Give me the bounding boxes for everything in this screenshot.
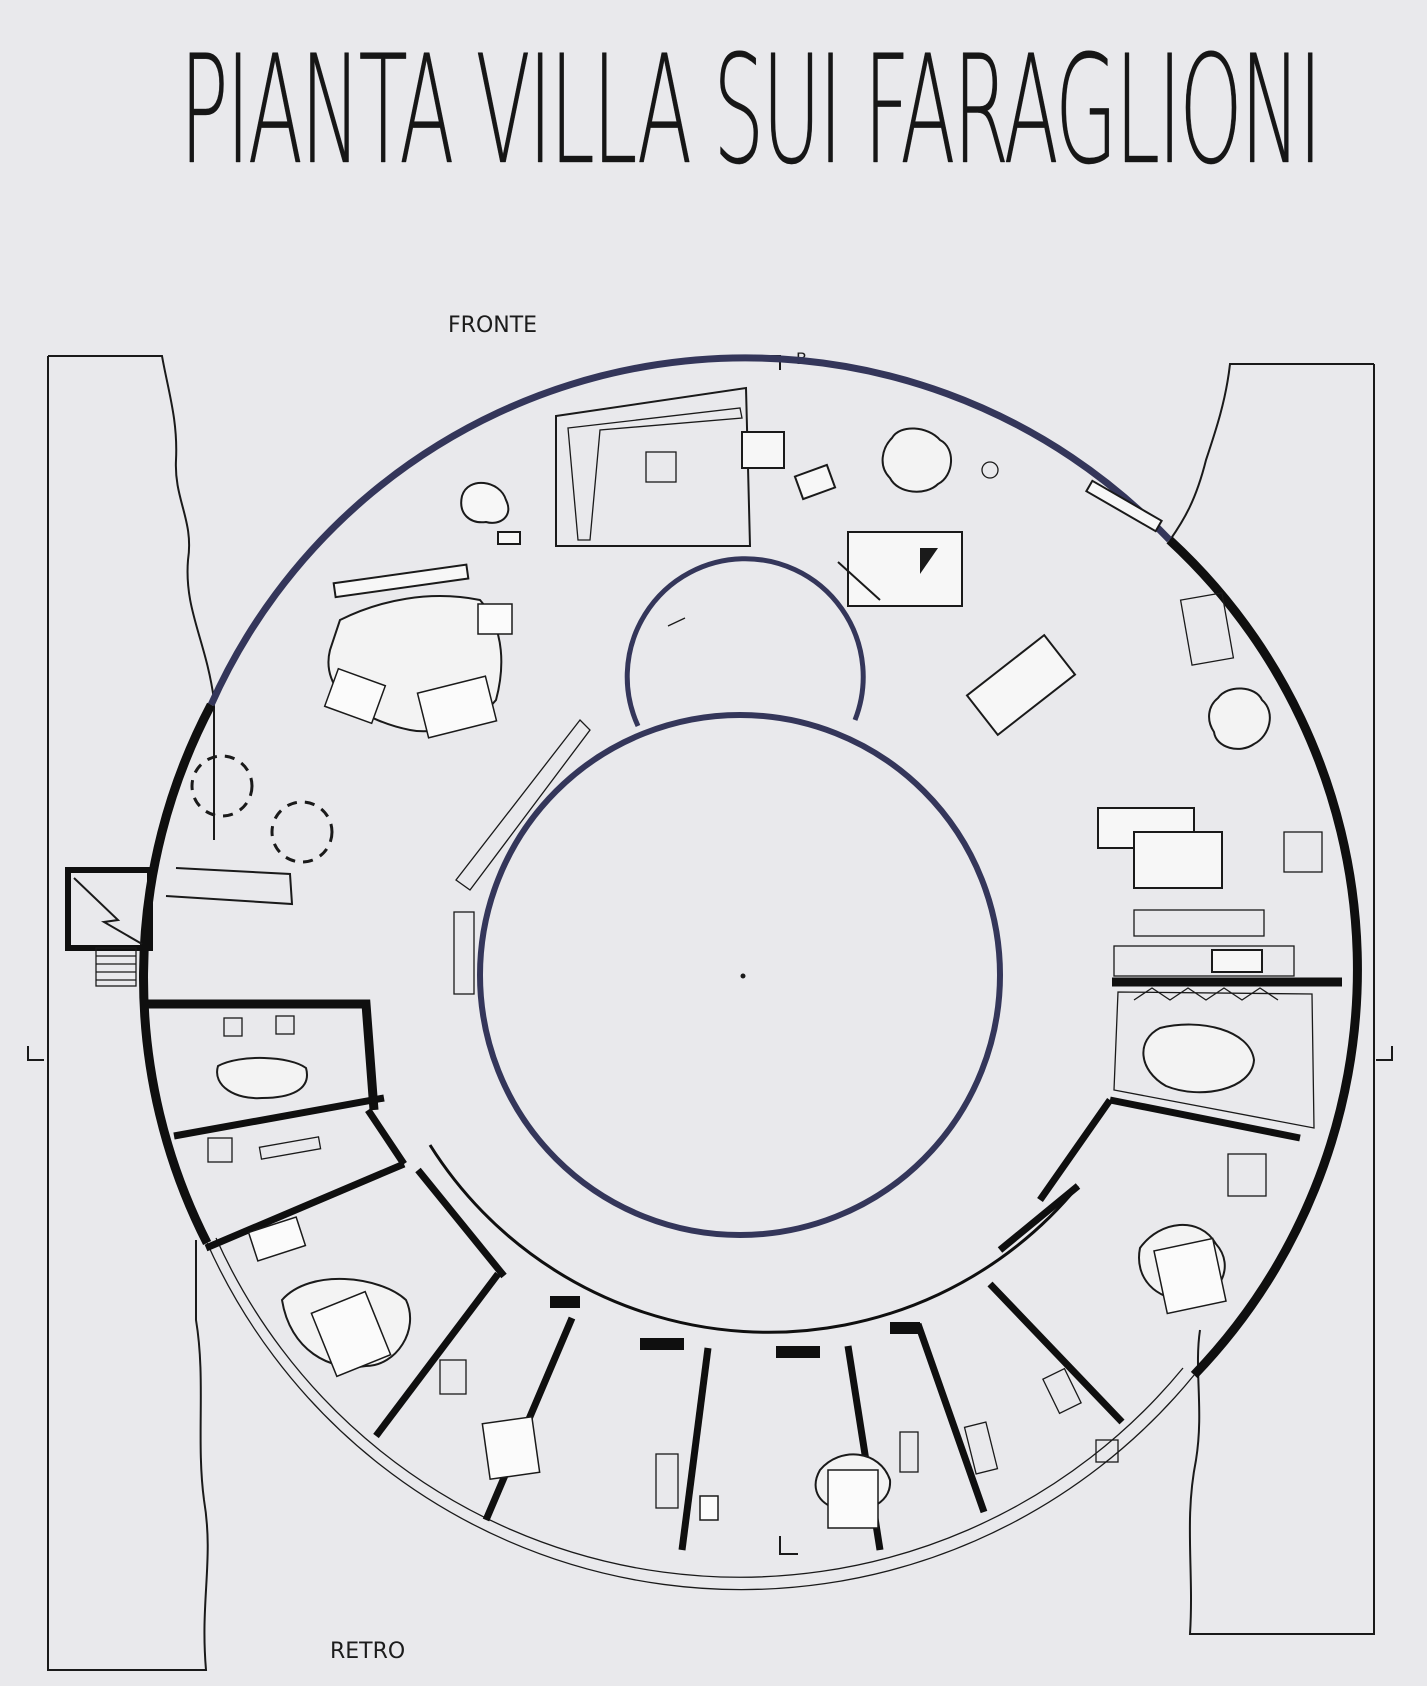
- bathtub-rear: [963, 1421, 999, 1475]
- grand-piano: [460, 481, 510, 524]
- living-armchair: [477, 603, 513, 635]
- kitchen-bench: [1133, 909, 1265, 937]
- left-facade-wall: [139, 702, 216, 1246]
- partition-3: [415, 1167, 507, 1279]
- lounge-l-sofa: [567, 407, 743, 541]
- garden-planter: [165, 867, 294, 906]
- kitchen-counter: [1133, 831, 1223, 889]
- living-chair: [323, 667, 387, 725]
- cooktop: [1211, 949, 1263, 973]
- rear-corridor-wall: [428, 1144, 1080, 1358]
- bed-right: [1153, 1237, 1227, 1315]
- front-facade-wall: [207, 354, 1173, 707]
- billiard-triangle: [920, 548, 938, 574]
- fridge: [1283, 831, 1323, 873]
- entrance-block: [65, 867, 153, 951]
- spa-pool: [1142, 1023, 1256, 1094]
- right-facade-wall: [1166, 536, 1362, 1379]
- shower-rear: [1095, 1439, 1119, 1463]
- sink-1: [223, 1017, 243, 1037]
- floor-lamp: [981, 461, 999, 479]
- bath-counter: [258, 1136, 322, 1160]
- shower-1: [207, 1137, 233, 1163]
- billiard-table: [847, 531, 963, 607]
- inner-courtyard-wall: [477, 712, 1003, 1238]
- chair-rear-1: [699, 1495, 719, 1521]
- dining-table: [965, 633, 1077, 737]
- entrance-stair-symbol: [73, 877, 143, 945]
- rear-glazing: [206, 1242, 1195, 1591]
- partition-2b: [365, 1108, 407, 1166]
- bed-rear-2: [827, 1469, 879, 1529]
- courtyard-center-dot: [740, 973, 746, 979]
- stove-counter: [1113, 945, 1295, 977]
- living-sofa: [416, 675, 498, 739]
- entrance-steps: [95, 947, 137, 987]
- plant-pot-right: [1208, 687, 1271, 750]
- partition-1: [173, 1094, 385, 1140]
- spa-zigzag: [1133, 987, 1279, 1001]
- sink-2: [275, 1015, 295, 1035]
- desk-left: [247, 1216, 307, 1262]
- right-cliff-outline: [1169, 363, 1375, 1635]
- bedroom-right-desk: [1227, 1153, 1267, 1197]
- bath-rug-1: [216, 1057, 308, 1100]
- section-mark-right: [1376, 1046, 1393, 1061]
- wardrobe-2: [899, 1431, 919, 1473]
- back-label: RETRO: [330, 1639, 405, 1664]
- garden-plants: [190, 754, 334, 864]
- lounge-terrace: [555, 386, 752, 547]
- spa-room: [1113, 991, 1315, 1129]
- piano-bench: [497, 531, 521, 545]
- partition-2: [204, 1160, 406, 1252]
- tower-door: [667, 617, 686, 627]
- plan-title: PIANTA VILLA SUI FARAGLIONI: [180, 24, 1320, 198]
- section-mark-left: [27, 1046, 44, 1061]
- front-label: FRONTE: [448, 313, 537, 338]
- vanity-rear: [1042, 1367, 1082, 1415]
- plant-pot-top: [881, 427, 952, 493]
- bed-rear-1: [481, 1415, 541, 1481]
- stair-right: [1179, 592, 1235, 666]
- bed-left: [310, 1290, 392, 1378]
- round-tower-wall: [624, 556, 866, 728]
- side-table: [793, 463, 837, 501]
- billiard-cue: [837, 561, 881, 601]
- tv-console: [332, 563, 470, 599]
- lounge-armchair: [741, 431, 785, 469]
- rear-glazing-inner: [215, 1237, 1184, 1578]
- section-mark-bottom: [779, 1536, 798, 1555]
- corridor-bench: [455, 719, 591, 891]
- wardrobe-1: [655, 1453, 679, 1509]
- wall-shelf: [1084, 479, 1164, 533]
- shower-2: [439, 1359, 467, 1395]
- bedroom-wing-wall-top: [148, 999, 379, 1111]
- left-cliff-outline: [47, 355, 215, 1671]
- corridor-console: [453, 911, 475, 995]
- lounge-table: [645, 451, 677, 483]
